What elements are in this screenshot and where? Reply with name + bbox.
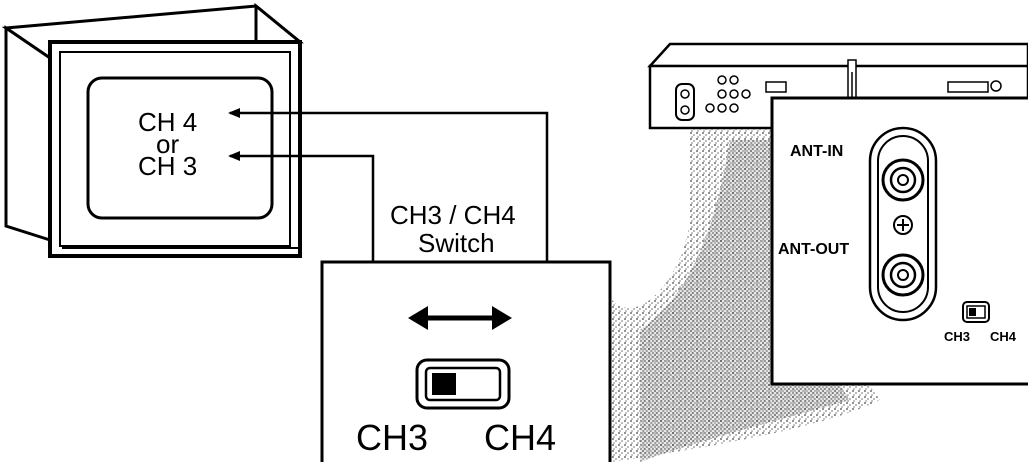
ch4-leader-line bbox=[228, 108, 549, 320]
ant-in-jack[interactable] bbox=[881, 158, 925, 202]
vcr-av-jacks bbox=[705, 75, 751, 113]
ant-out-label: ANT-OUT bbox=[778, 241, 849, 258]
arrow-left-head bbox=[408, 306, 428, 330]
tv-label-ch3: CH 3 bbox=[138, 151, 197, 181]
switch-title-line2: Switch bbox=[418, 228, 495, 258]
screw-icon bbox=[893, 215, 913, 235]
switch-label-ch4: CH4 bbox=[484, 417, 556, 458]
television: CH 4 or CH 3 bbox=[1, 2, 304, 258]
ant-out-jack[interactable] bbox=[881, 253, 925, 297]
arrow-right-head bbox=[492, 306, 512, 330]
switch-slider[interactable] bbox=[432, 373, 456, 395]
switch-callout: CH3 / CH4 Switch CH3 CH4 bbox=[320, 200, 612, 462]
switch-label-ch3: CH3 bbox=[356, 417, 428, 458]
switch-title-line1: CH3 / CH4 bbox=[390, 200, 516, 230]
mini-switch-slider[interactable] bbox=[969, 308, 976, 316]
ant-in-label: ANT-IN bbox=[790, 143, 843, 160]
mini-switch-ch3-label: CH3 bbox=[944, 329, 970, 344]
tv-cabinet-left bbox=[4, 25, 52, 243]
tv-label-or: or bbox=[156, 129, 179, 159]
tv-label-ch4: CH 4 bbox=[138, 107, 197, 137]
tv-bezel-inner bbox=[59, 51, 291, 247]
mini-switch-ch4-label: CH4 bbox=[990, 329, 1017, 344]
vcr-zoom-panel: ANT-IN ANT-OUT CH3 CH4 bbox=[770, 96, 1028, 386]
vcr-top bbox=[647, 42, 1028, 70]
tv-screen bbox=[86, 76, 274, 220]
